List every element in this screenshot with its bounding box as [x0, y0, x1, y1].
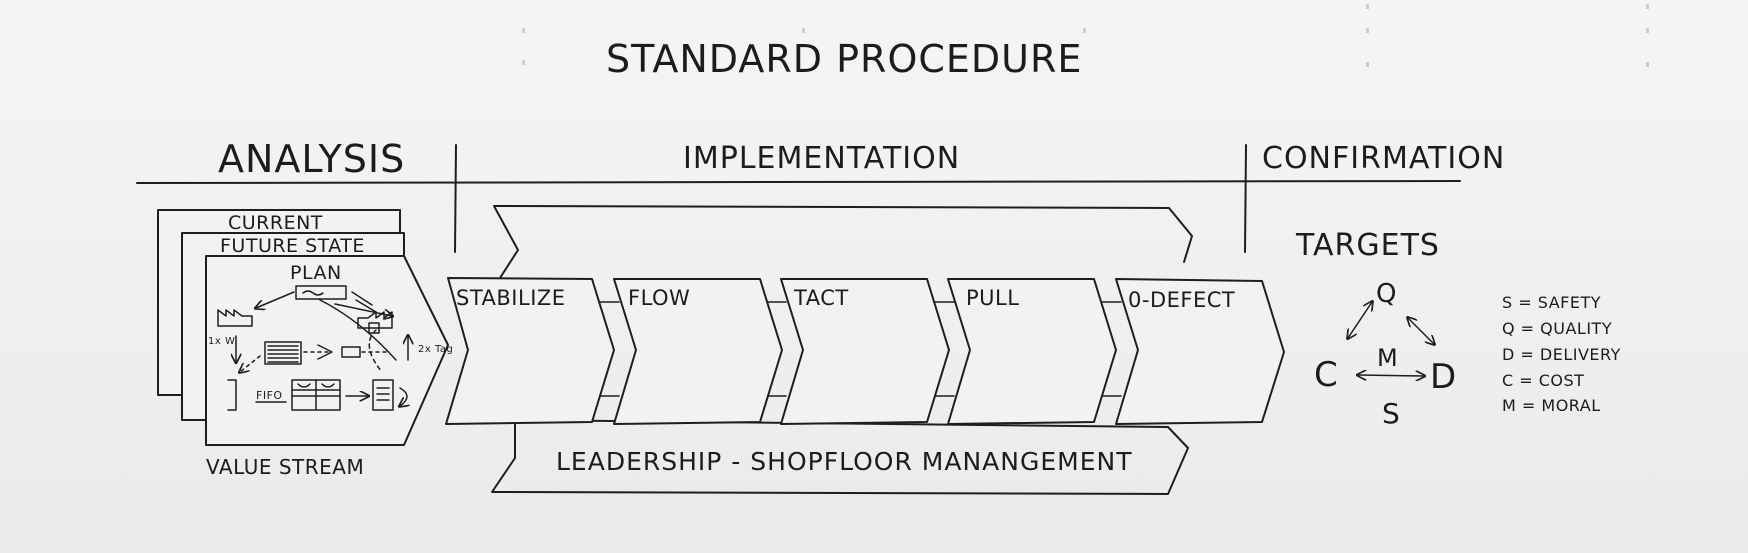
diagram-title: STANDARD PROCEDURE: [606, 37, 1082, 81]
step-connectors: [597, 301, 1122, 397]
tag-note: 2x Tag: [418, 344, 453, 355]
section-implementation: IMPLEMENTATION: [683, 141, 960, 176]
separator-confirmation: [1244, 144, 1247, 253]
step-zero-defect: 0-DEFECT: [1115, 278, 1285, 425]
board-grid-dots: [522, 4, 1649, 67]
fifo-label: FIFO: [256, 389, 283, 402]
step-flow: FLOW: [613, 278, 783, 425]
node-cost: C: [1314, 355, 1339, 395]
leadership-band: [491, 419, 1189, 495]
step-label: PULL: [966, 286, 1019, 310]
node-quality: Q: [1376, 279, 1397, 309]
header-divider: [136, 180, 1461, 184]
legend-item: S = SAFETY: [1502, 293, 1601, 312]
plan-label: PLAN: [290, 262, 342, 284]
step-pull: PULL: [947, 278, 1117, 425]
value-stream-sheets: [157, 209, 449, 446]
node-safety: S: [1382, 397, 1401, 430]
step-stabilize: STABILIZE: [445, 277, 615, 425]
step-label: TACT: [793, 286, 849, 310]
supplier-factory-icon: [217, 309, 253, 327]
step-label: 0-DEFECT: [1128, 288, 1235, 312]
value-stream-label: VALUE STREAM: [206, 455, 364, 479]
legend-item: C = COST: [1502, 371, 1584, 390]
targets-legend: S = SAFETY Q = QUALITY D = DELIVERY C = …: [1502, 293, 1621, 415]
value-stream-sketch: 1x W. 2x Tag: [208, 285, 453, 411]
implementation-top-band: [493, 205, 1193, 279]
node-delivery: D: [1430, 357, 1457, 397]
step-label: FLOW: [628, 286, 690, 310]
leadership-label: LEADERSHIP - SHOPFLOOR MANANGEMENT: [556, 447, 1132, 476]
step-tact: TACT: [780, 278, 950, 425]
legend-item: Q = QUALITY: [1502, 319, 1612, 338]
separator-analysis: [454, 144, 457, 253]
current-label: CURRENT: [228, 212, 323, 234]
node-moral: M: [1377, 344, 1399, 372]
targets-triangle: Q C D M S: [1314, 279, 1457, 430]
section-confirmation: CONFIRMATION: [1262, 141, 1505, 176]
targets-label: TARGETS: [1295, 228, 1440, 263]
section-analysis: ANALYSIS: [218, 137, 405, 181]
step-label: STABILIZE: [456, 286, 566, 310]
worker-note: 1x W.: [208, 336, 238, 347]
legend-item: D = DELIVERY: [1502, 345, 1621, 364]
legend-item: M = MORAL: [1502, 396, 1601, 415]
future-state-label: FUTURE STATE: [220, 235, 365, 257]
sheet-value-stream: [205, 255, 449, 446]
